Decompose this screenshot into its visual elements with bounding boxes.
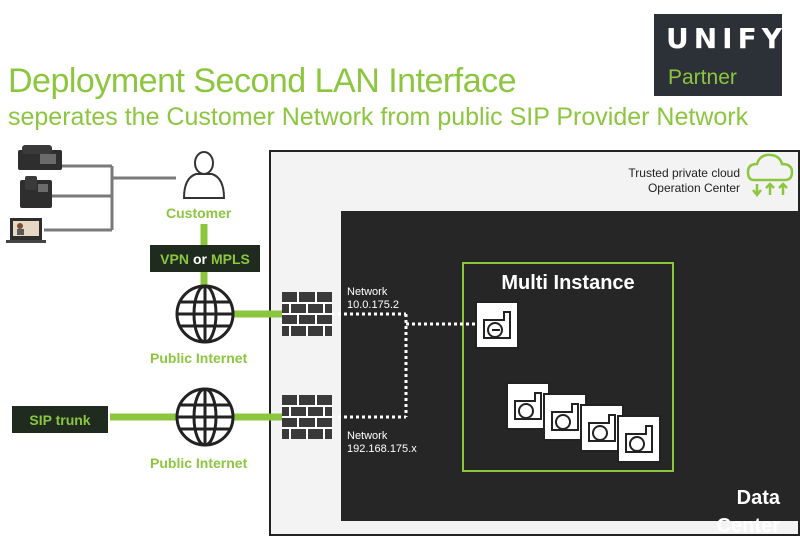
trusted-line-1: Trusted private cloud xyxy=(628,166,740,180)
customer-label: Customer xyxy=(166,205,232,221)
network-bottom-address: 192.168.175.x xyxy=(347,443,417,455)
public-internet-label-top: Public Internet xyxy=(150,350,248,366)
logo-partner-text: Partner xyxy=(668,66,737,89)
firewall-icon xyxy=(282,292,332,336)
firewall-icon xyxy=(282,395,332,439)
cloud-sync-icon xyxy=(746,153,794,198)
phone-wiring xyxy=(44,164,176,232)
globe-icon xyxy=(175,284,235,344)
person-icon xyxy=(182,151,226,199)
green-links xyxy=(110,224,282,421)
network-top-title: Network xyxy=(347,286,388,298)
desk-phone-icon xyxy=(20,176,52,208)
trusted-line-2: Operation Center xyxy=(647,181,740,195)
network-bottom-title: Network xyxy=(347,430,388,442)
network-top-address: 10.0.175.2 xyxy=(347,299,399,311)
multi-instance-box: Multi Instance xyxy=(462,262,674,472)
page-title: Deployment Second LAN Interface xyxy=(8,62,517,100)
vpn-mpls-badge: VPN or MPLS xyxy=(150,245,260,272)
multi-instance-title: Multi Instance xyxy=(501,272,635,294)
trusted-cloud-label: Trusted private cloud Operation Center xyxy=(600,166,740,196)
dotted-links xyxy=(332,312,478,419)
network-top-label: Network 10.0.175.2 xyxy=(347,286,399,312)
server-instance-icon xyxy=(475,301,519,349)
network-bottom-label: Network 192.168.175.x xyxy=(347,430,417,456)
page-subtitle: seperates the Customer Network from publ… xyxy=(8,103,749,131)
server-instance-icon xyxy=(617,415,661,463)
sip-trunk-text: SIP trunk xyxy=(29,411,91,428)
globe-icon xyxy=(175,387,235,447)
video-phone-icon xyxy=(6,218,46,243)
server-instance-icon xyxy=(506,382,550,430)
unify-partner-logo: UNIFY Partner xyxy=(654,14,782,96)
desk-phone-icon xyxy=(18,145,62,170)
or-text: or xyxy=(192,250,207,267)
logo-word: UNIFY xyxy=(666,22,787,55)
server-instance-icon xyxy=(543,393,587,441)
sip-trunk-badge: SIP trunk xyxy=(12,406,108,433)
public-internet-label-bottom: Public Internet xyxy=(150,455,248,471)
server-instance-icon xyxy=(580,404,624,452)
data-center-label: Data Center xyxy=(706,484,780,540)
data-center-line-2: Center xyxy=(716,515,780,537)
vpn-text: VPN xyxy=(160,250,189,267)
data-center-line-1: Data xyxy=(736,487,780,509)
mpls-text: MPLS xyxy=(210,250,250,267)
